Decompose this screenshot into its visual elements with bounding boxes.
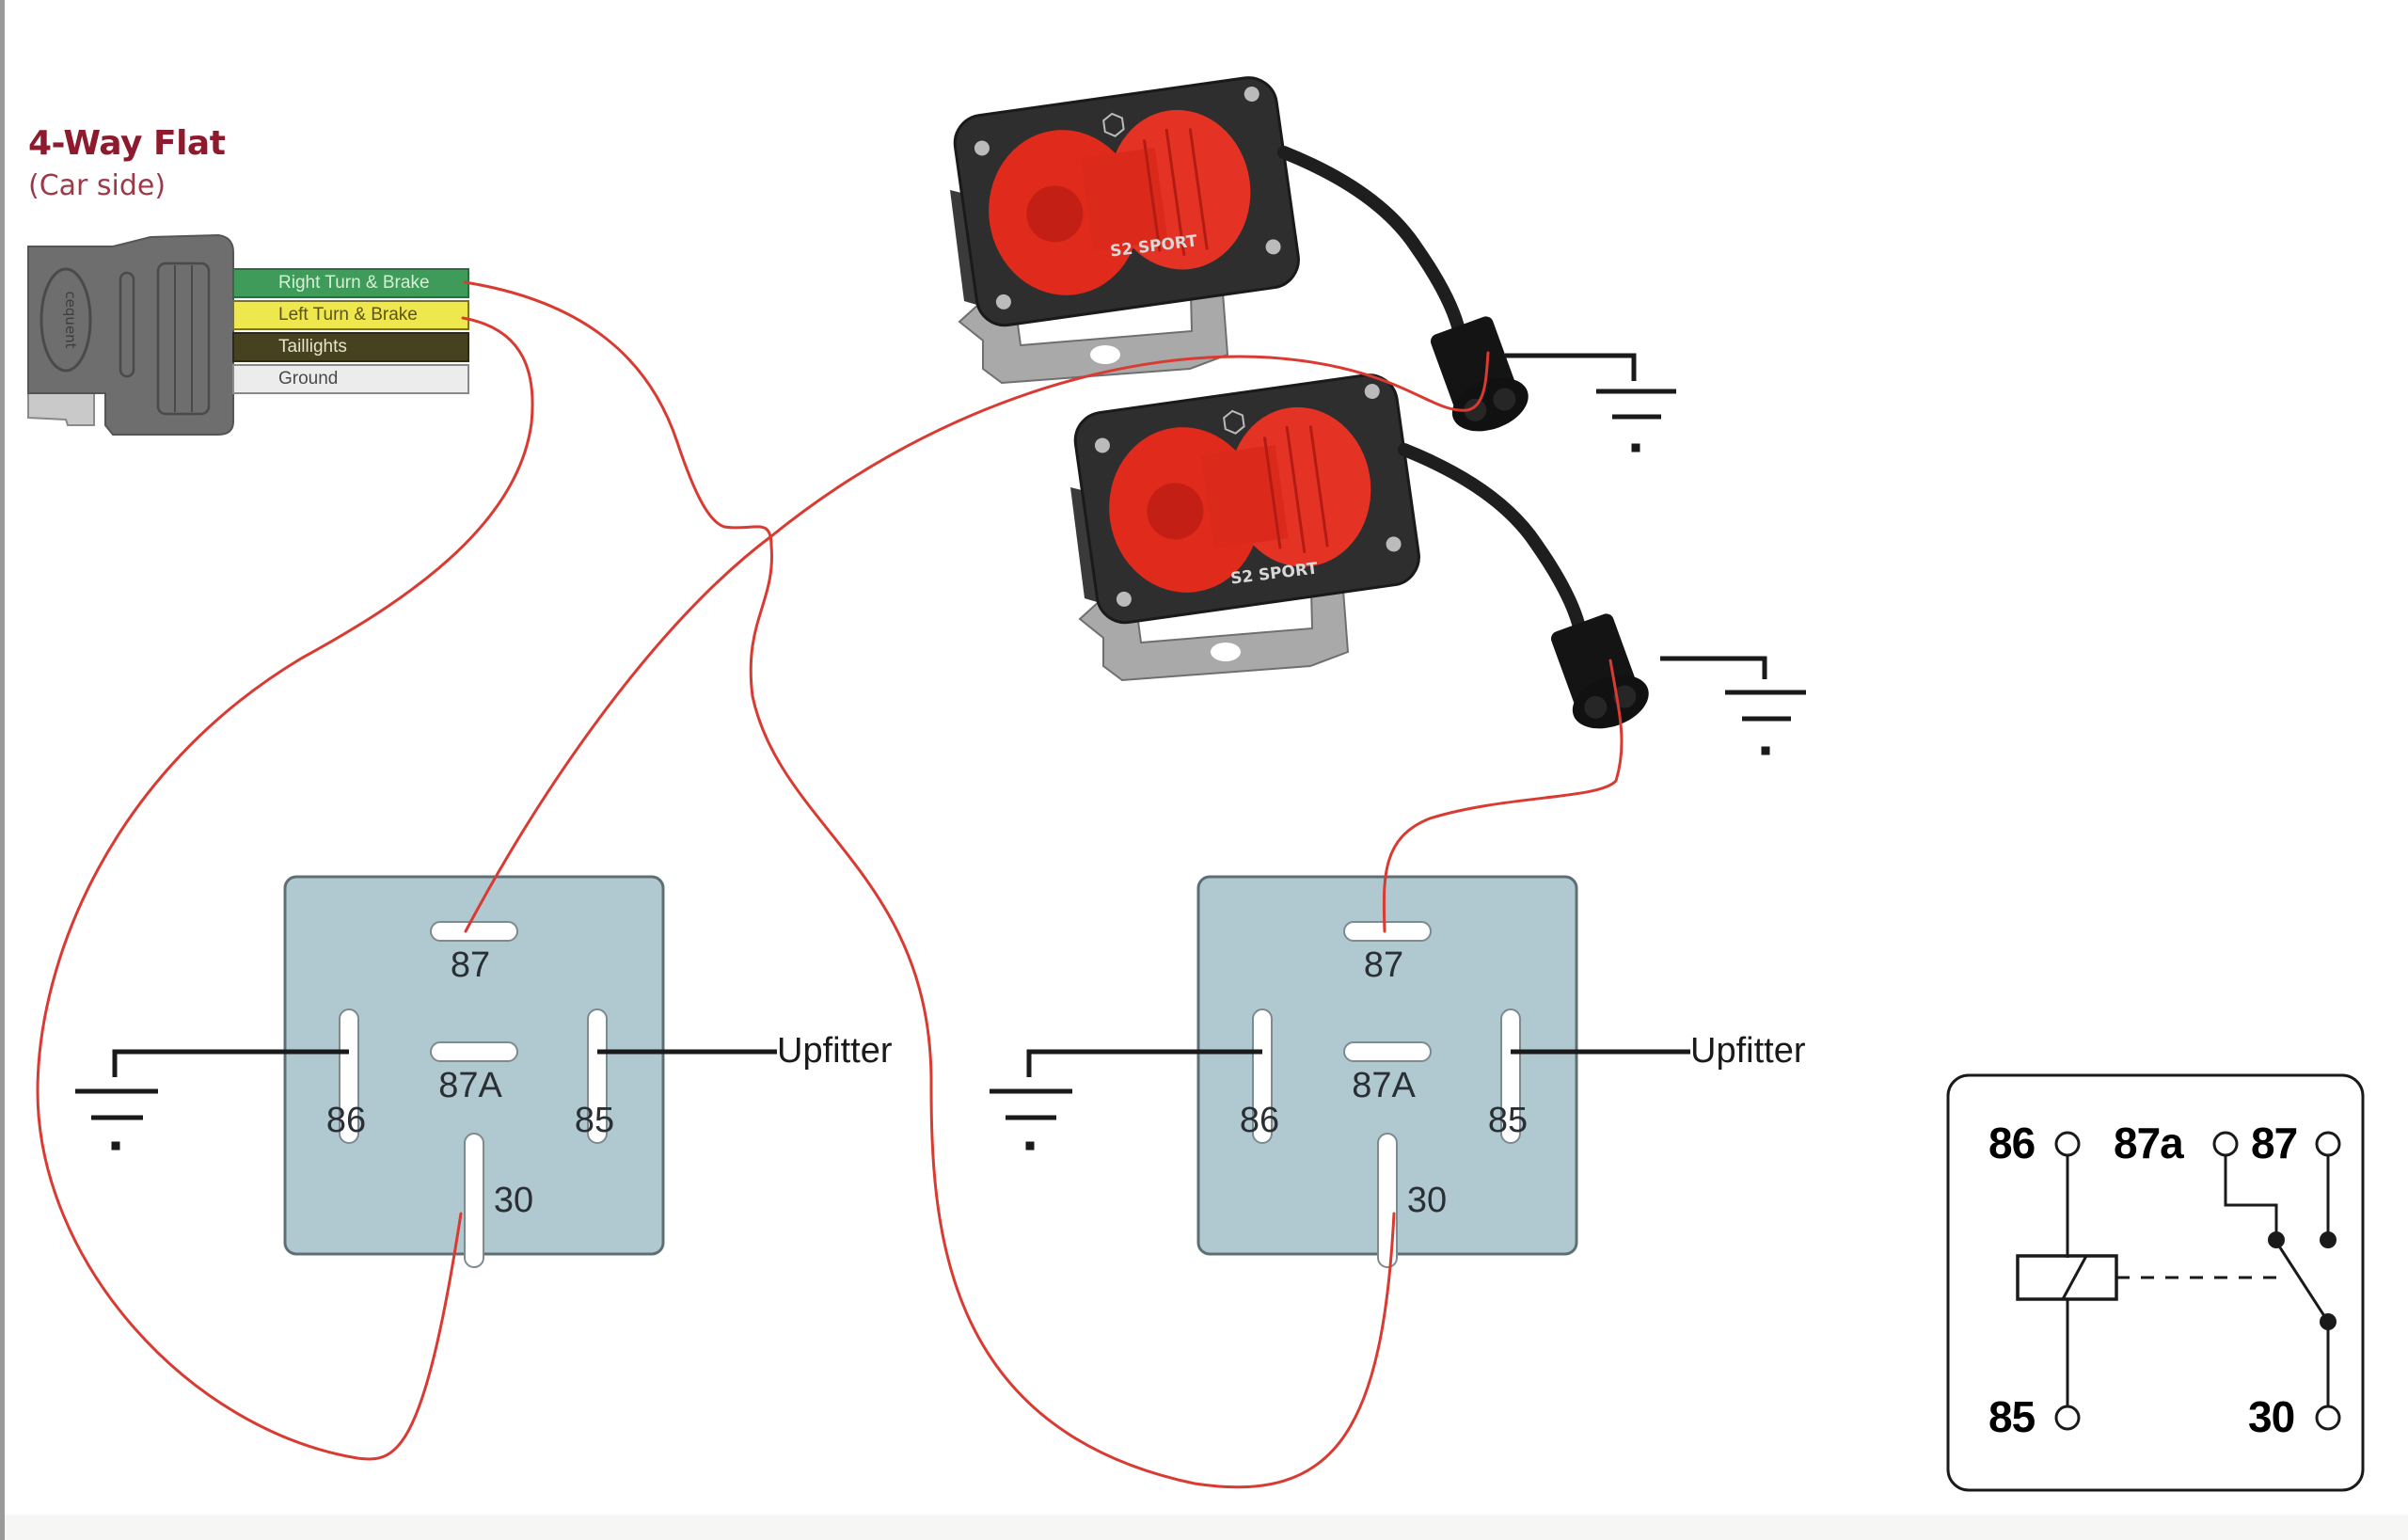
connector-grip <box>156 262 211 416</box>
relay-2-label-30: 30 <box>1406 1181 1448 1220</box>
relay-1-label-86: 86 <box>325 1101 367 1140</box>
wire-ground <box>232 364 469 394</box>
ground-symbol-relay-2 <box>990 1049 1262 1151</box>
screw-icon <box>974 140 990 156</box>
relay-2-label-85: 85 <box>1487 1101 1529 1140</box>
relay-2-upfitter-label: Upfitter <box>1690 1031 1806 1071</box>
relay-1-upfitter-label: Upfitter <box>777 1031 893 1071</box>
screw-icon <box>995 294 1011 310</box>
schematic-label-85: 85 <box>1988 1392 2036 1441</box>
wire-taillights <box>232 332 469 362</box>
ground-symbol-light-2 <box>1660 656 1806 755</box>
brand-logo-icon <box>1223 409 1245 435</box>
schematic-label-30: 30 <box>2248 1392 2295 1441</box>
relay-pin-86 <box>1252 1008 1273 1144</box>
wire-label-taillights: Taillights <box>278 337 347 357</box>
schematic-label-86: 86 <box>1988 1119 2036 1167</box>
wire-relay-2-87-to-light-2 <box>1382 659 1624 933</box>
terminal-30 <box>2315 1405 2341 1431</box>
wire-relay-1-87-to-light-1 <box>464 351 1490 933</box>
light-1 <box>950 76 1529 432</box>
screw-icon <box>1094 437 1110 453</box>
terminal-85 <box>2054 1405 2081 1431</box>
relay-2 <box>1196 875 1578 1268</box>
connector-grip-slot <box>119 271 135 378</box>
brand-logo-icon <box>1102 112 1125 137</box>
wire-left-turn-brake <box>232 300 469 330</box>
relay-pin-87 <box>1343 921 1432 942</box>
wire-right-turn-to-relay-2-30 <box>463 280 1396 1489</box>
bottom-strip <box>5 1515 2408 1540</box>
relay-pin-85 <box>587 1008 608 1144</box>
connector-body <box>27 233 234 436</box>
relay-2-label-87a: 87A <box>1352 1066 1416 1105</box>
left-window-border <box>0 0 5 1540</box>
relay-1-label-30: 30 <box>493 1181 534 1220</box>
switch-contact <box>2274 1241 2330 1323</box>
relay-schematic <box>1946 1073 2365 1492</box>
connector-logo: cequent <box>62 291 79 348</box>
connector-subtitle: (Car side) <box>28 169 166 202</box>
relay-pin-30 <box>1377 1133 1398 1268</box>
light-bracket <box>1078 552 1350 682</box>
ground-symbol-relay-1 <box>75 1049 349 1151</box>
relay-pin-86 <box>339 1008 359 1144</box>
light-cable <box>1398 443 1585 630</box>
relay-2-label-86: 86 <box>1239 1101 1280 1140</box>
connector-title: 4-Way Flat <box>28 124 226 163</box>
screw-icon <box>1265 239 1281 255</box>
relay-1-label-87: 87 <box>450 945 491 985</box>
screw-icon <box>1116 591 1132 607</box>
wire-label-right-turn-brake: Right Turn & Brake <box>278 273 430 293</box>
relay-pin-87a <box>1343 1041 1432 1062</box>
schematic-label-87a: 87a <box>2114 1119 2184 1167</box>
relay-2-label-87: 87 <box>1363 945 1404 985</box>
screw-icon <box>1244 87 1259 103</box>
schematic-label-87: 87 <box>2251 1119 2298 1167</box>
connector-logo-oval <box>40 267 92 373</box>
terminal-86 <box>2054 1131 2081 1157</box>
wire-left-turn-to-relay-1-30 <box>36 316 534 1461</box>
light-2 <box>1070 373 1649 729</box>
relay-pin-30 <box>464 1133 484 1268</box>
four-way-connector: cequent <box>27 233 469 436</box>
relay-pin-85 <box>1500 1008 1521 1144</box>
ground-symbol-light-1 <box>1505 353 1676 452</box>
terminal-87 <box>2315 1131 2341 1157</box>
screw-icon <box>1364 384 1380 400</box>
relay-1-label-85: 85 <box>574 1101 615 1140</box>
wire-label-left-turn-brake: Left Turn & Brake <box>278 305 418 325</box>
relay-pin-87a <box>430 1041 518 1062</box>
relay-pin-87 <box>430 921 518 942</box>
light-cable <box>1277 146 1465 333</box>
terminal-87a <box>2212 1131 2239 1157</box>
relay-1-label-87a: 87A <box>438 1066 502 1105</box>
light-bracket <box>958 255 1229 385</box>
screw-icon <box>1386 536 1402 552</box>
relay-1 <box>283 875 665 1268</box>
wire-label-ground: Ground <box>278 369 339 389</box>
